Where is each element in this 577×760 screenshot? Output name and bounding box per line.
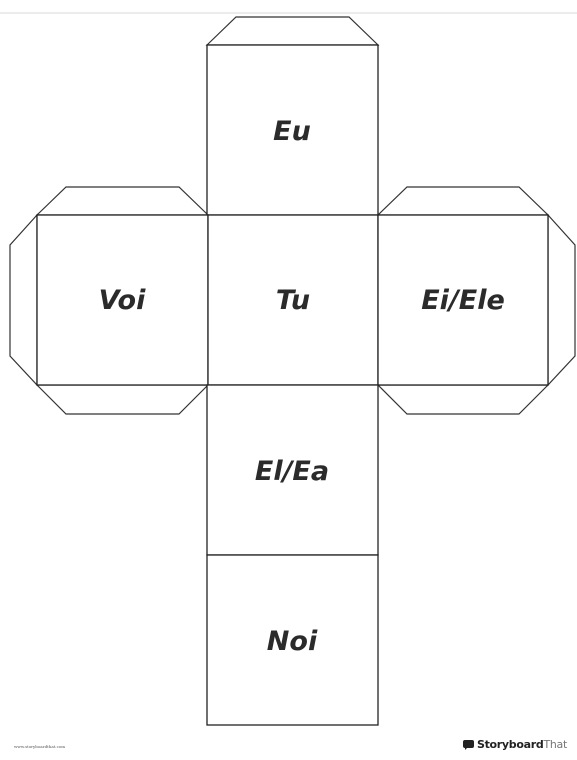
brand-name-light: That [543, 738, 567, 751]
tab-right-bottom [376, 384, 550, 415]
face-center [207, 214, 379, 386]
speech-bubble-icon [462, 739, 474, 750]
face-label-left: Voi [98, 285, 146, 316]
tab-left-top [35, 186, 210, 216]
footer-url: www.storyboardthat.com [14, 744, 66, 749]
face-top [206, 44, 379, 216]
tab-right-outer [547, 213, 576, 387]
face-bottom [206, 554, 379, 726]
face-label-bottom: Noi [266, 626, 318, 657]
face-label-center: Tu [275, 285, 311, 316]
face-label-right: Ei/Ele [421, 285, 505, 316]
face-label-top: Eu [273, 116, 311, 147]
face-right [377, 214, 549, 386]
storyboardthat-logo: StoryboardThat [462, 738, 567, 751]
tab-right-top [376, 186, 550, 216]
top-divider [0, 12, 577, 14]
face-left [36, 214, 209, 386]
tab-top [205, 16, 380, 46]
face-label-lower: El/Ea [254, 456, 330, 487]
brand-name-strong: Storyboard [476, 738, 544, 751]
tab-left-outer [9, 213, 38, 387]
tab-left-bottom [35, 384, 210, 415]
